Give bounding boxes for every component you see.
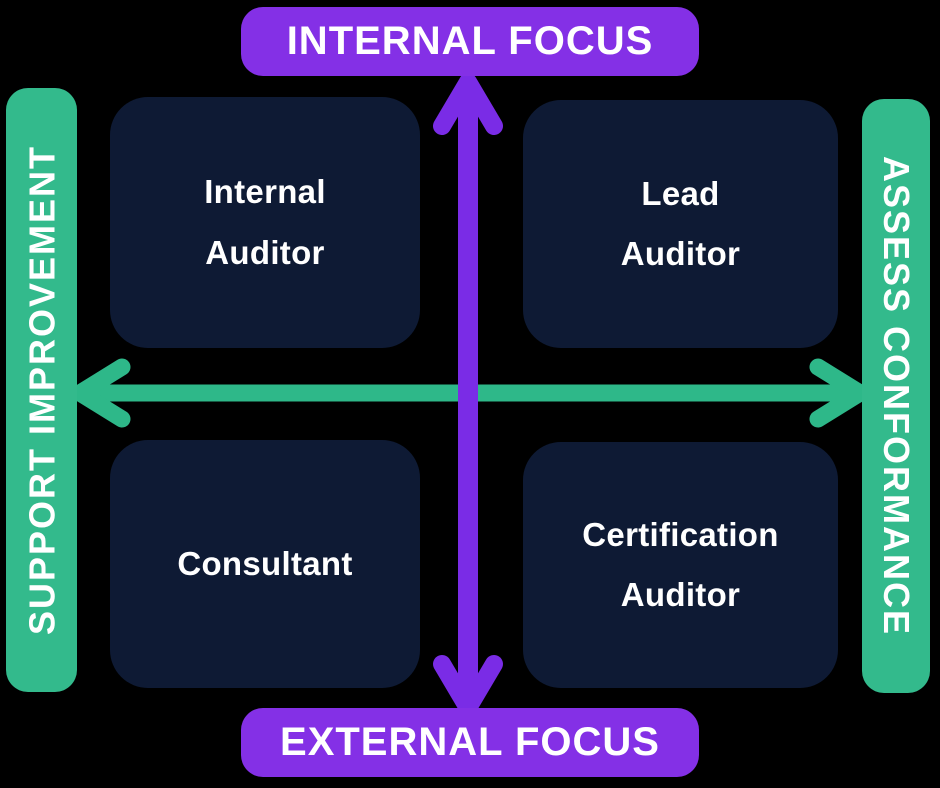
axis-label-external-focus-text: EXTERNAL FOCUS: [280, 720, 660, 764]
quadrant-lead-auditor: Lead Auditor: [523, 100, 838, 348]
axis-label-assess-conformance: ASSESS CONFORMANCE: [862, 99, 930, 693]
axis-label-assess-conformance-text: ASSESS CONFORMANCE: [876, 155, 917, 637]
quadrant-consultant: Consultant: [110, 440, 420, 688]
right-arrowhead-icon: [809, 358, 869, 428]
left-arrowhead-icon: [71, 358, 131, 428]
axis-label-internal-focus-text: INTERNAL FOCUS: [286, 19, 654, 63]
axis-label-support-improvement: SUPPORT IMPROVEMENT: [6, 88, 77, 692]
quadrant-label-certification-auditor: Certification Auditor: [582, 515, 779, 613]
quadrant-label-internal-auditor: Internal Auditor: [204, 173, 326, 271]
axis-label-internal-focus: INTERNAL FOCUS: [241, 7, 699, 76]
axis-label-external-focus: EXTERNAL FOCUS: [241, 708, 699, 777]
quadrant-label-lead-auditor: Lead Auditor: [620, 174, 741, 272]
quadrant-internal-auditor: Internal Auditor: [110, 97, 420, 348]
axis-label-support-improvement-text: SUPPORT IMPROVEMENT: [20, 144, 62, 636]
quadrant-certification-auditor: Certification Auditor: [523, 442, 838, 688]
up-arrowhead-icon: [433, 73, 503, 135]
quadrant-label-consultant: Consultant: [177, 544, 353, 582]
